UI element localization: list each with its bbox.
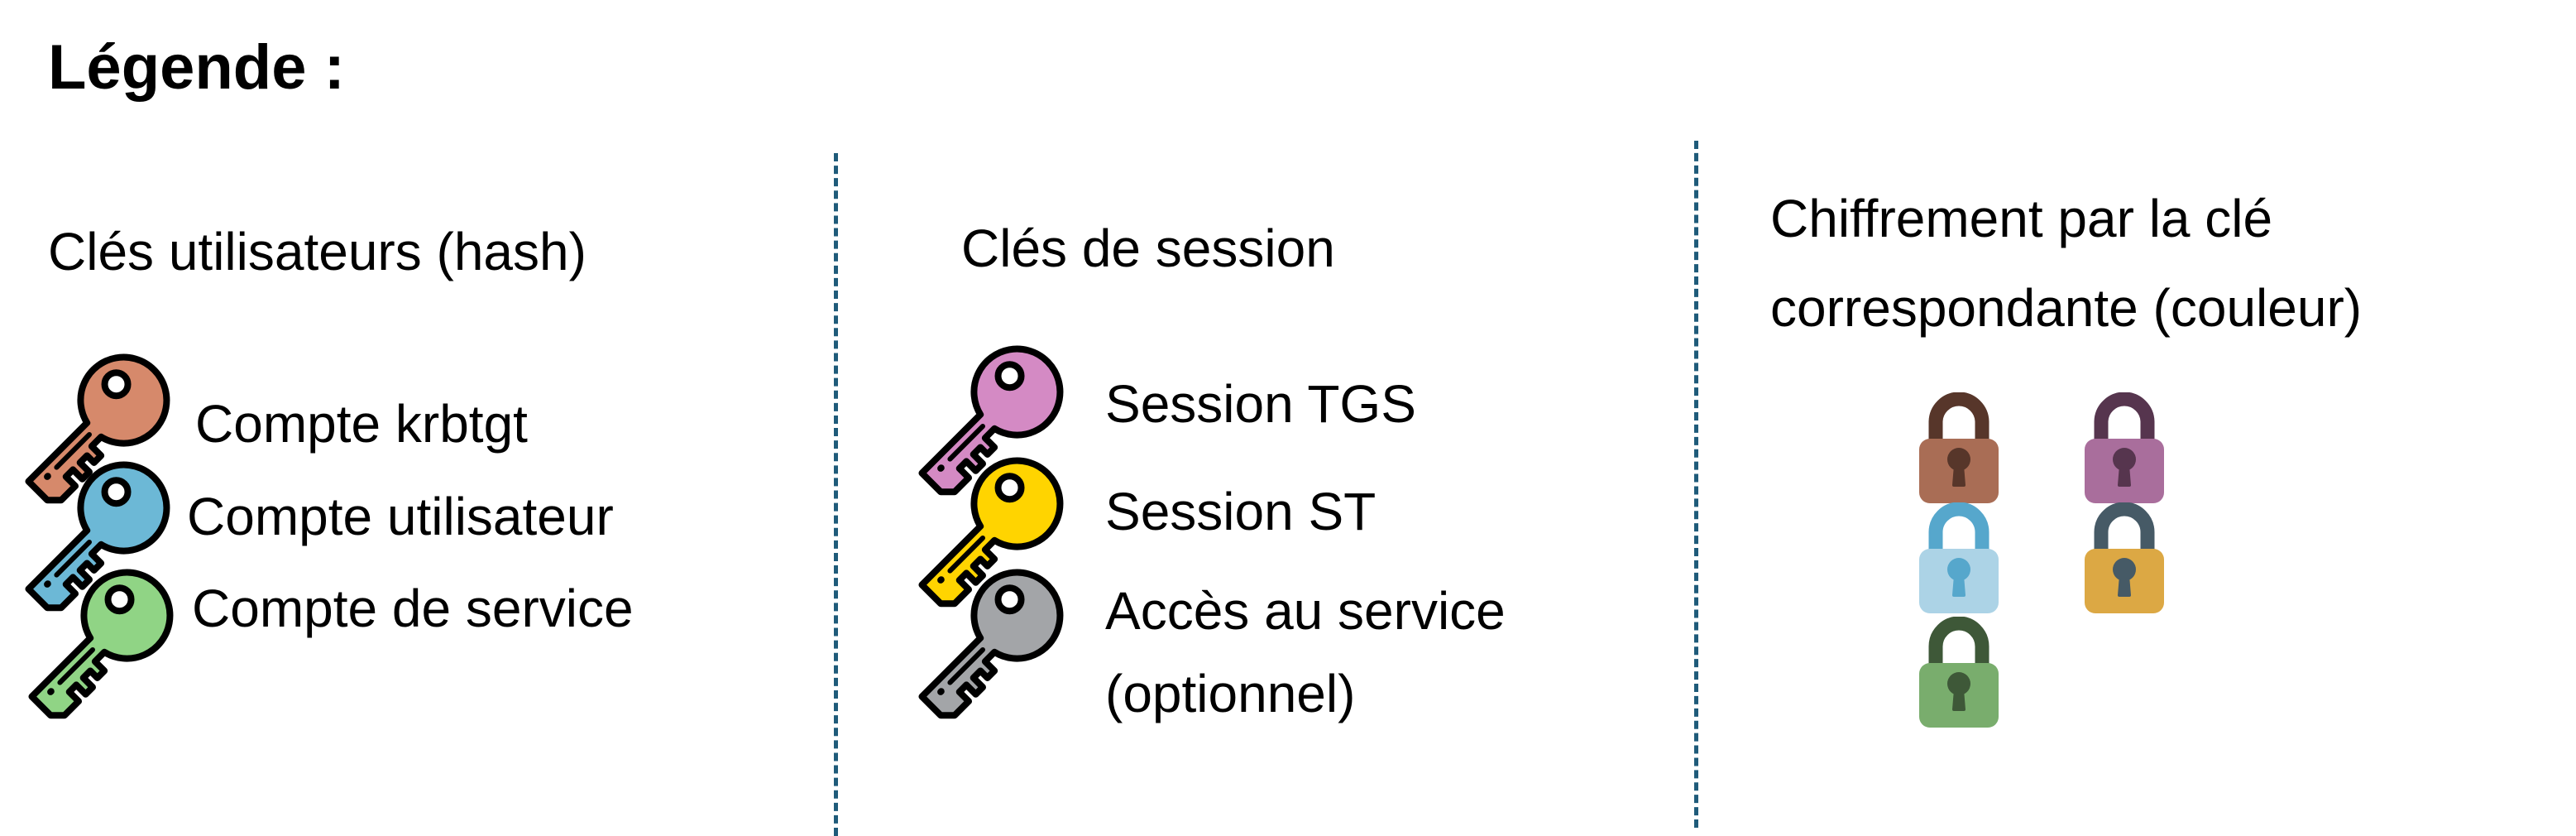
label-krbtgt: Compte krbtgt: [195, 394, 528, 454]
label-optional: (optionnel): [1105, 664, 1356, 723]
key-icon-service-access: [900, 567, 1065, 733]
lock-icon-user: [1919, 502, 1999, 613]
encryption-heading-line1: Chiffrement par la clé: [1770, 189, 2273, 248]
label-user-account: Compte utilisateur: [187, 487, 614, 546]
lock-icon-krbtgt: [1919, 392, 1999, 503]
column-divider: [834, 153, 838, 836]
label-service-account: Compte de service: [192, 579, 634, 638]
user-keys-heading: Clés utilisateurs (hash): [48, 222, 587, 281]
session-keys-heading: Clés de session: [961, 219, 1335, 278]
lock-icon-session-tgs: [2085, 392, 2164, 503]
column-divider: [1694, 141, 1698, 828]
encryption-heading-line2: correspondante (couleur): [1770, 278, 2363, 338]
legend-title: Légende :: [48, 32, 345, 103]
key-icon-service: [10, 567, 175, 733]
label-session-tgs: Session TGS: [1105, 374, 1416, 434]
label-session-st: Session ST: [1105, 482, 1377, 541]
lock-icon-session-st: [2085, 502, 2164, 613]
label-service-access: Accès au service: [1105, 581, 1506, 641]
lock-icon-service: [1919, 617, 1999, 728]
